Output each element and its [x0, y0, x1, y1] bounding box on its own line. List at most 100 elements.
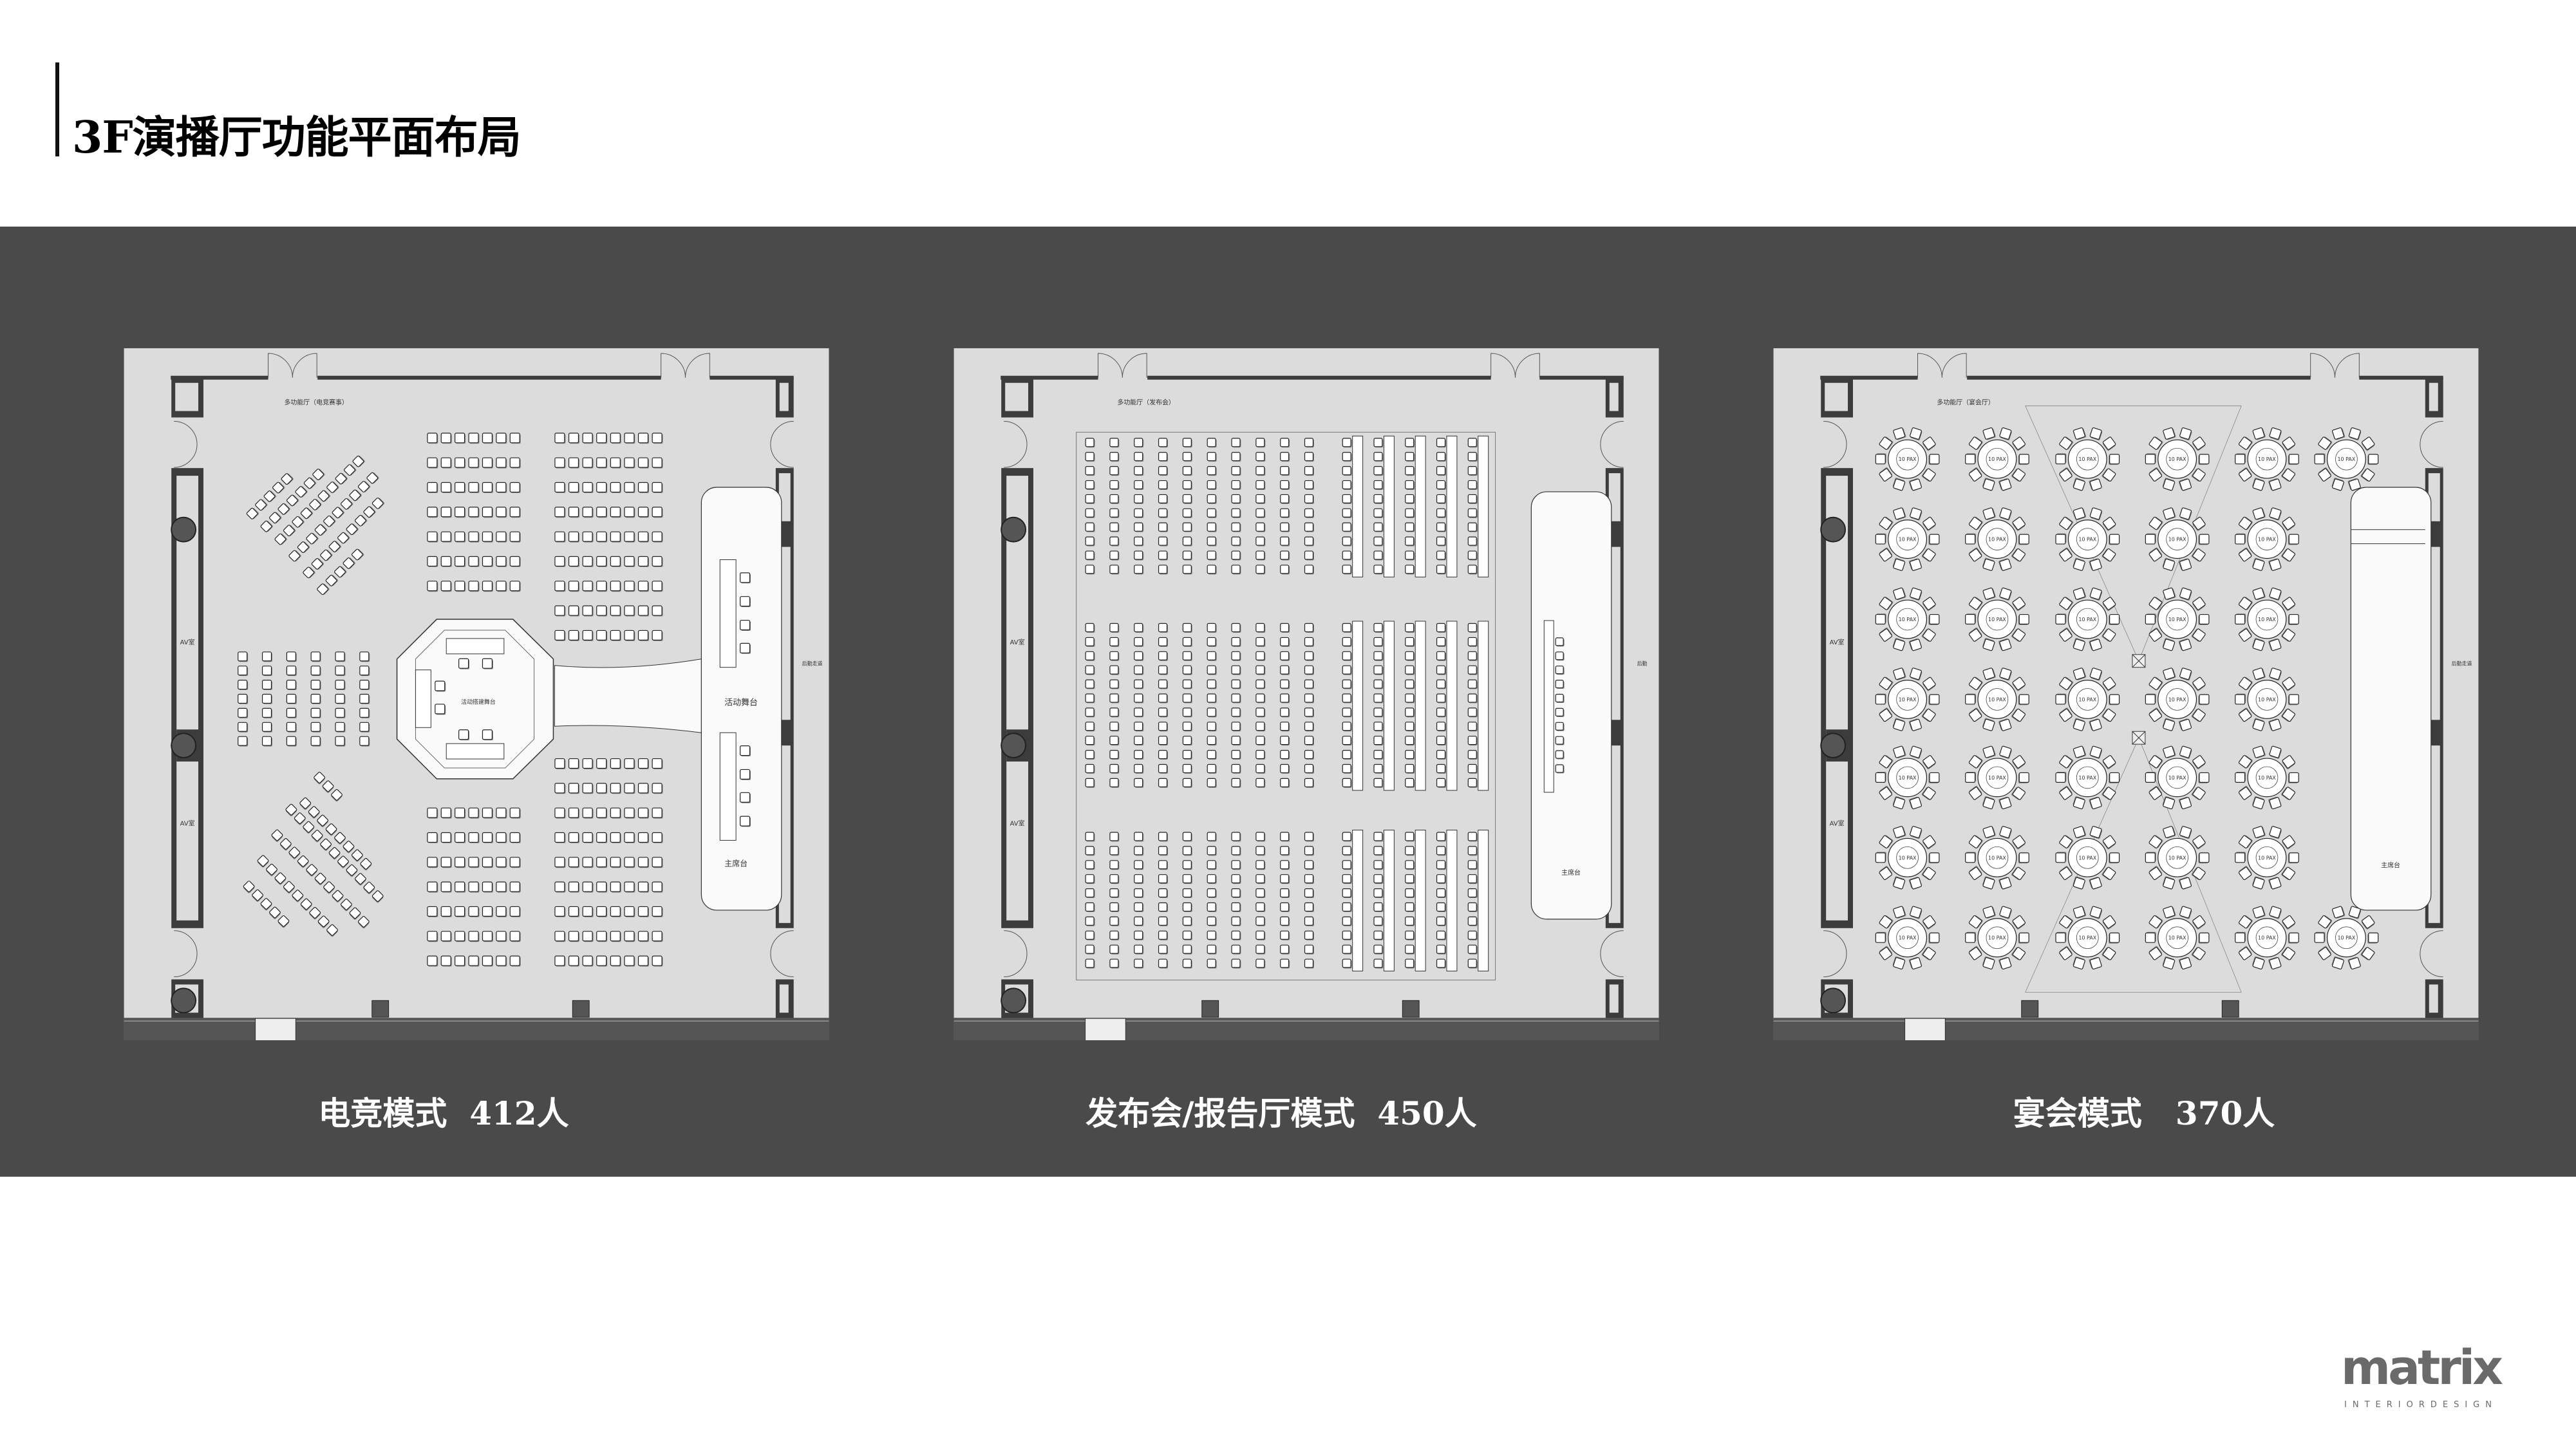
chair: [1342, 763, 1352, 774]
chair: [496, 906, 507, 917]
chair-seat: [2109, 613, 2120, 625]
chair: [1134, 466, 1144, 476]
chair: [596, 807, 608, 819]
chair-seat: [1255, 749, 1265, 760]
chair: [1467, 930, 1478, 940]
chair: [652, 783, 663, 794]
chair: [346, 864, 358, 877]
chair-seat: [1231, 651, 1241, 660]
chair-seat: [2238, 866, 2252, 881]
chair: [2073, 826, 2087, 839]
chair: [1436, 958, 1446, 969]
chair: [2179, 906, 2192, 919]
chair-seat: [624, 507, 635, 518]
chair: [2148, 755, 2163, 769]
chair-seat: [1085, 707, 1095, 717]
chair: [1158, 651, 1168, 661]
chair-seat: [1304, 846, 1314, 855]
chair: [1255, 778, 1266, 788]
chair-seat: [739, 642, 751, 653]
chair: [1280, 749, 1290, 760]
chair: [1280, 846, 1290, 856]
lazy-susan: [2076, 608, 2099, 631]
chair-seat: [1207, 452, 1216, 462]
chair-seat: [1893, 587, 1906, 600]
chair-seat: [496, 832, 507, 843]
chair: [1342, 522, 1352, 532]
chair-seat: [2148, 708, 2163, 722]
chair: [610, 531, 621, 543]
chair-seat: [351, 849, 363, 861]
chair-seat: [1436, 637, 1446, 646]
chair: [739, 596, 751, 608]
chair: [2198, 613, 2210, 626]
chair-seat: [1255, 550, 1265, 560]
chair: [1255, 860, 1266, 870]
chair-seat: [1134, 693, 1143, 703]
chair: [2145, 852, 2156, 863]
chair-seat: [1207, 874, 1216, 884]
chair: [1134, 944, 1144, 955]
chair-seat: [286, 722, 296, 732]
chair: [1373, 480, 1384, 490]
chair: [1342, 736, 1352, 746]
chair-seat: [1158, 550, 1168, 560]
center-stage-octagon: [396, 619, 554, 780]
chair: [1467, 438, 1478, 448]
chair: [1158, 494, 1168, 504]
chair: [1467, 622, 1478, 633]
chair-seat: [427, 906, 438, 917]
chair: [509, 531, 521, 543]
chair-seat: [1923, 866, 1936, 881]
chair: [2179, 587, 2192, 601]
chair: [2361, 915, 2375, 930]
chair: [1304, 888, 1314, 899]
chair: [1467, 778, 1478, 788]
chair-seat: [652, 556, 663, 567]
chair: [458, 729, 470, 741]
chair-seat: [1085, 860, 1095, 870]
chair-seat: [2089, 639, 2102, 651]
chair: [482, 433, 493, 444]
chair-seat: [2102, 915, 2116, 929]
chair: [1085, 916, 1095, 926]
column-icon: [1820, 733, 1847, 759]
chair-seat: [440, 433, 451, 444]
chair-seat: [427, 433, 438, 444]
chair: [1134, 550, 1144, 561]
chair-seat: [2163, 906, 2176, 919]
chair: [610, 433, 621, 444]
chair-seat: [2059, 835, 2073, 848]
lazy-susan: [2076, 688, 2099, 711]
chair: [1134, 902, 1144, 912]
chair-seat: [334, 566, 346, 578]
chair-seat: [1436, 860, 1446, 870]
chair-seat: [1134, 508, 1143, 518]
chair-seat: [1207, 902, 1216, 912]
chair: [2163, 826, 2176, 839]
chair-seat: [1436, 565, 1446, 574]
chair-seat: [1879, 947, 1892, 960]
chair: [1921, 468, 1936, 482]
chair-seat: [440, 531, 451, 542]
chair: [2145, 693, 2156, 705]
chair-seat: [1085, 466, 1095, 476]
pier-inner: [1609, 382, 1619, 411]
chair: [1109, 508, 1120, 518]
chair-seat: [1134, 958, 1143, 968]
chair: [496, 955, 507, 967]
chair: [2145, 533, 2156, 545]
chair: [1109, 550, 1120, 561]
chair: [1255, 438, 1266, 448]
chair-seat: [1879, 677, 1892, 691]
chair: [1182, 679, 1192, 689]
chair-seat: [2269, 718, 2282, 731]
chair: [1255, 494, 1266, 504]
chair: [1231, 832, 1241, 842]
chair: [2238, 547, 2252, 562]
chair: [2102, 915, 2116, 930]
chair: [1255, 958, 1266, 969]
chair: [1207, 944, 1217, 955]
chair-seat: [1109, 916, 1119, 926]
chair: [1910, 906, 1923, 919]
